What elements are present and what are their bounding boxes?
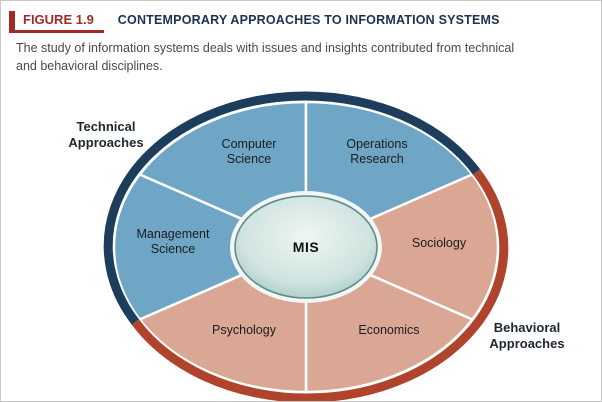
label-economics: Economics [358,323,420,337]
label-behavioral-approaches: Behavioral Approaches [489,320,565,351]
label-sociology: Sociology [411,236,467,250]
figure-title: CONTEMPORARY APPROACHES TO INFORMATION S… [117,13,500,27]
segment-sociology [304,173,500,321]
figure-number-label: FIGURE 1.9 [9,11,104,33]
label-operations-research: Operations Research [346,137,408,166]
segment-management-science [112,173,308,321]
mis-center-label: MIS [293,239,319,255]
approaches-pie-diagram: MIS [103,91,509,401]
label-computer-science: Computer Science [221,137,277,166]
diagram-canvas: MIS Computer Science Operations Research… [1,77,601,401]
technical-rim-arc [103,91,481,325]
figure-header: FIGURE 1.9 CONTEMPORARY APPROACHES TO IN… [1,1,601,75]
mis-oval [234,195,378,299]
label-management-science: Management Science [136,227,210,256]
figure-caption: The study of information systems deals w… [16,41,515,73]
label-psychology: Psychology [212,323,276,337]
figure-title-row: FIGURE 1.9 CONTEMPORARY APPROACHES TO IN… [9,11,587,33]
behavioral-rim-arc [131,169,509,401]
label-technical-approaches: Technical Approaches [68,119,144,150]
